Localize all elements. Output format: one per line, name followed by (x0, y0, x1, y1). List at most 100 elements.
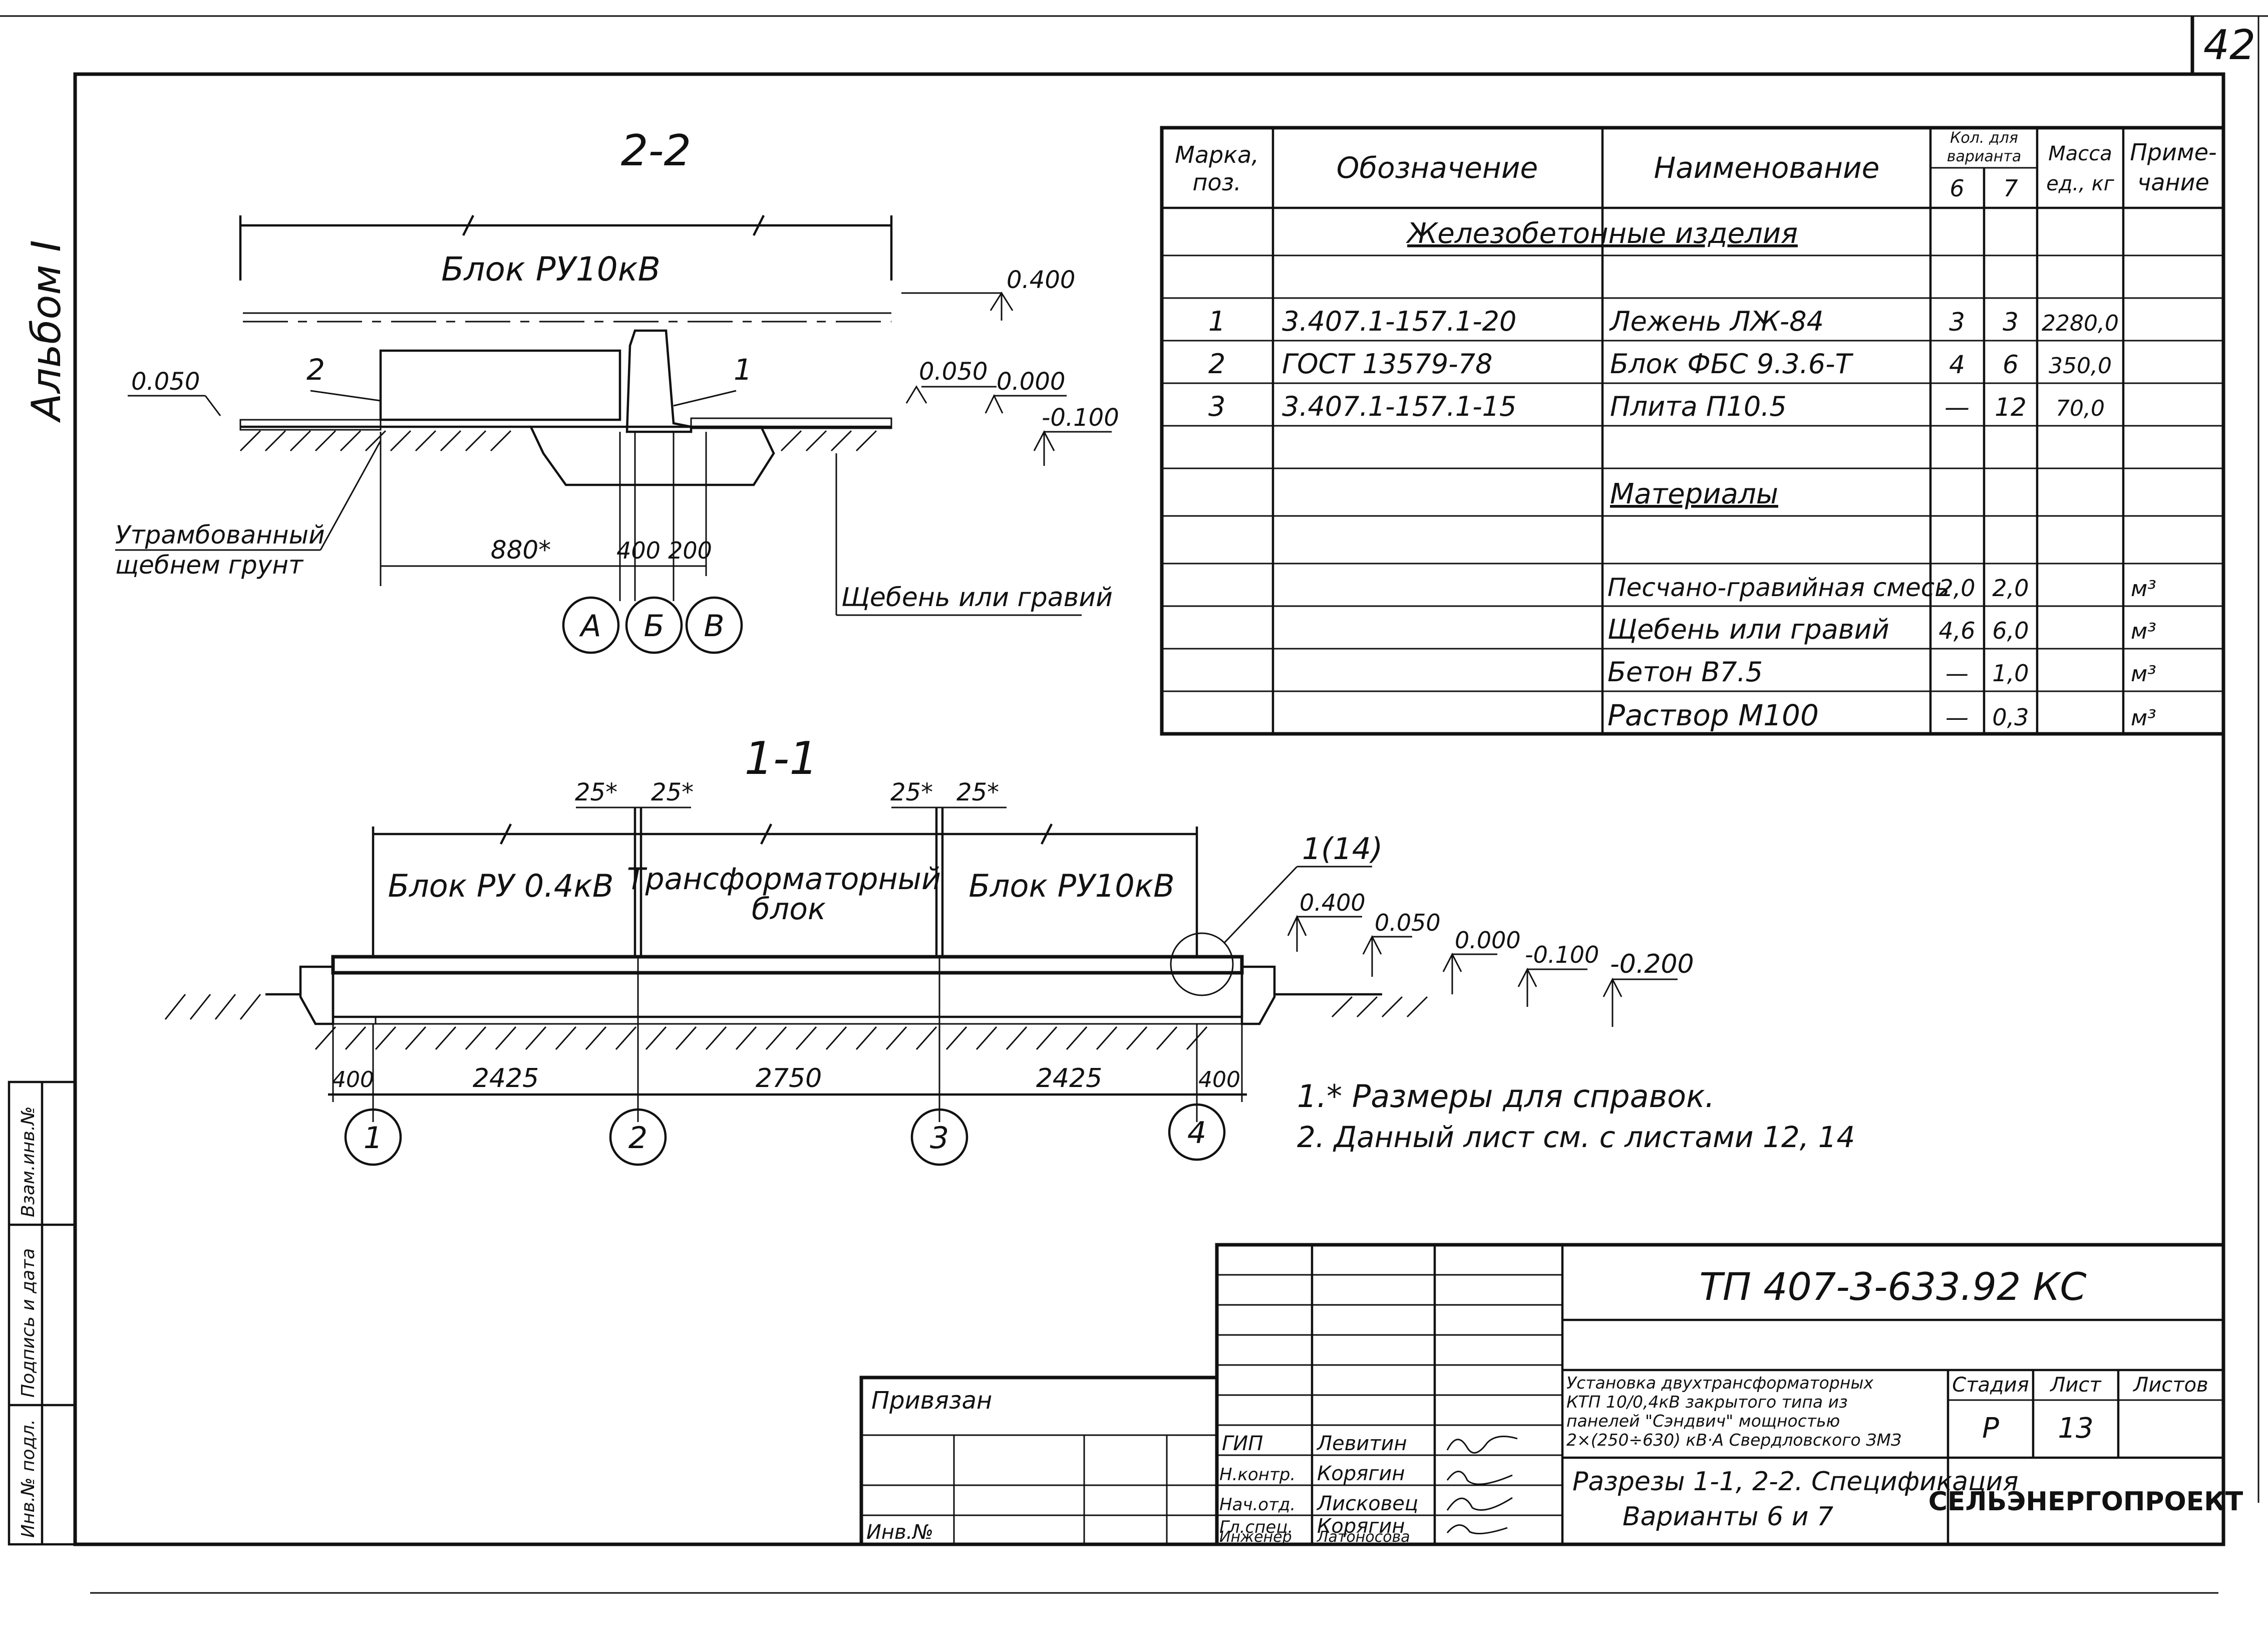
spec-section-materials: Материалы (1610, 478, 1778, 510)
note-2: 2. Данный лист см. с листами 12, 14 (1297, 1120, 1855, 1154)
spec-cell-q6: 2,0 (1938, 575, 1975, 602)
project-title: Установка двухтрансформаторных КТП 10/0,… (1566, 1373, 1901, 1450)
spec-cell-name: Плита П10.5 (1610, 391, 1787, 422)
s11-axis-1-label: 1 (364, 1121, 383, 1156)
s11-axis-3-label: 3 (930, 1121, 949, 1156)
table-row: 1 3.407.1-157.1-20 Лежень ЛЖ-84 3 3 2280… (1208, 306, 2119, 337)
spec-cell-q7: 1,0 (1992, 660, 2029, 687)
sheet-title: Разрезы 1-1, 2-2. Спецификация Варианты … (1572, 1467, 2027, 1532)
spec-cell-q6: 4 (1949, 350, 1965, 379)
s11-block-ru10: Блок РУ10кВ (968, 868, 1174, 904)
spec-header-name: Наименование (1654, 151, 1880, 185)
list-item: ГИП Левитин (1222, 1432, 1407, 1455)
sheet-frame: 42 Альбом I Инв.№ подл. Подпись и дата В… (0, 15, 2268, 1594)
s22-elev-0400: 0.400 (1007, 266, 1075, 294)
binding-label: Привязан (871, 1387, 992, 1415)
s11-axis-4-label: 4 (1187, 1116, 1206, 1151)
s22-axis-v-label: В (704, 609, 724, 644)
title-block: Привязан Инв.№ ГИП Левитин Н.контр. Коря… (859, 1243, 2243, 1546)
s11-block-ru04: Блок РУ 0.4кВ (388, 868, 614, 904)
organization: СЕЛЬЭНЕРГОПРОЕКТ (1928, 1487, 2243, 1517)
inv-label: Инв.№ (866, 1521, 933, 1544)
sheet-value: 13 (2058, 1412, 2093, 1445)
s11-dim-25-d: 25* (956, 778, 999, 806)
spec-cell-q6: 4,6 (1938, 617, 1975, 644)
spec-cell-note: м³ (2131, 619, 2156, 644)
drawing-code: ТП 407-3-633.92 КС (1699, 1264, 2086, 1309)
spec-cell-q7: 3 (2003, 308, 2019, 337)
s11-dim-25-a: 25* (575, 778, 617, 806)
table-row: Песчано-гравийная смесь 2,0 2,0 м³ (1607, 573, 2156, 602)
person-role: Инженер (1219, 1528, 1292, 1546)
list-item: Нач.отд. Лисковец (1219, 1492, 1418, 1515)
spec-cell-q7: 2,0 (1992, 575, 2029, 602)
s11-block-transformer: Трансформаторный блок (627, 862, 950, 927)
s11-dim-25-c: 25* (890, 778, 933, 806)
section-2-2-block-label: Блок РУ10кВ (441, 250, 661, 289)
corner-number: 42 (2203, 22, 2255, 69)
general-notes: 1.* Размеры для справок. 2. Данный лист … (1297, 1078, 1855, 1154)
spec-cell-q6: — (1946, 660, 1969, 687)
s11-dim-400-right: 400 (1198, 1067, 1240, 1093)
s22-axis-b-label: Б (643, 609, 664, 644)
list-item: Н.контр. Корягин (1219, 1462, 1405, 1485)
spec-cell-designation: 3.407.1-157.1-15 (1282, 391, 1516, 422)
section-1-1-title: 1-1 (745, 732, 818, 785)
side-label-signature: Подпись и дата (18, 1248, 39, 1398)
s22-elev-0000: 0.000 (997, 368, 1065, 396)
s11-axis-3 (910, 1108, 968, 1166)
spec-cell-q7: 0,3 (1992, 704, 2029, 731)
s22-note-gravel: Щебень или гравий (841, 583, 1113, 613)
s11-dim-2425-left: 2425 (473, 1063, 539, 1094)
section-2-2-title: 2-2 (621, 126, 691, 176)
spec-cell-q6: 3 (1949, 308, 1965, 337)
person-name: Латоносова (1317, 1528, 1410, 1546)
spec-cell-name: Песчано-гравийная смесь (1607, 573, 1950, 602)
spec-cell-mass: 350,0 (2049, 353, 2112, 379)
s22-dim-200: 200 (668, 537, 712, 564)
spec-table: Марка,поз. Обозначение Наименование Кол.… (1160, 126, 2225, 736)
spec-cell-name: Бетон В7.5 (1607, 656, 1763, 688)
spec-header-designation: Обозначение (1337, 151, 1538, 185)
s11-elev-0400: 0.400 (1300, 889, 1366, 916)
side-label-inv: Инв.№ подл. (18, 1419, 39, 1538)
person-role: ГИП (1222, 1432, 1263, 1455)
section-2-2: 2-2 Блок РУ10кВ (115, 126, 1119, 654)
sheet-label: Лист (2049, 1374, 2102, 1397)
s11-elev-0050: 0.050 (1375, 909, 1441, 936)
s22-axis-b (625, 596, 683, 654)
person-name: Левитин (1316, 1432, 1407, 1455)
spec-cell-note: м³ (2131, 705, 2156, 731)
person-role: Гл.спец. (1219, 1517, 1293, 1537)
table-row: Щебень или гравий 4,6 6,0 м³ (1607, 614, 2156, 645)
s22-callout-1: 1 (734, 353, 752, 387)
sheets-label: Листов (2132, 1374, 2208, 1397)
signatures (1446, 1436, 1518, 1535)
spec-header-qty-7: 7 (2003, 175, 2018, 202)
spec-header-note: Приме-чание (2130, 139, 2216, 196)
person-role: Н.контр. (1219, 1465, 1295, 1485)
s11-callout-1-14: 1(14) (1302, 832, 1383, 867)
spec-cell-designation: 3.407.1-157.1-20 (1282, 306, 1516, 337)
spec-header-mark: Марка,поз. (1175, 141, 1259, 196)
spec-cell-name: Лежень ЛЖ-84 (1609, 306, 1824, 337)
list-item: Гл.спец. Корягин (1219, 1515, 1405, 1538)
spec-cell-q6: — (1946, 704, 1969, 731)
stage-value: Р (1982, 1412, 1999, 1445)
stage-label: Стадия (1952, 1374, 2029, 1397)
s11-dim-2750: 2750 (756, 1063, 822, 1094)
spec-cell-mass: 70,0 (2056, 396, 2105, 421)
person-role: Нач.отд. (1219, 1495, 1295, 1515)
spec-cell-name: Щебень или гравий (1607, 614, 1889, 645)
spec-cell-designation: ГОСТ 13579-78 (1282, 348, 1492, 380)
spec-section-rc-products: Железобетонные изделия (1406, 217, 1798, 250)
spec-cell-q7: 6 (2003, 350, 2019, 379)
s22-axis-a (562, 596, 620, 654)
s11-elev-minus0200: -0.200 (1610, 949, 1694, 979)
spec-cell-mark: 1 (1208, 306, 1225, 337)
s11-elev-0000: 0.000 (1455, 927, 1521, 954)
table-row: Раствор М100 — 0,3 м³ (1607, 698, 2156, 732)
